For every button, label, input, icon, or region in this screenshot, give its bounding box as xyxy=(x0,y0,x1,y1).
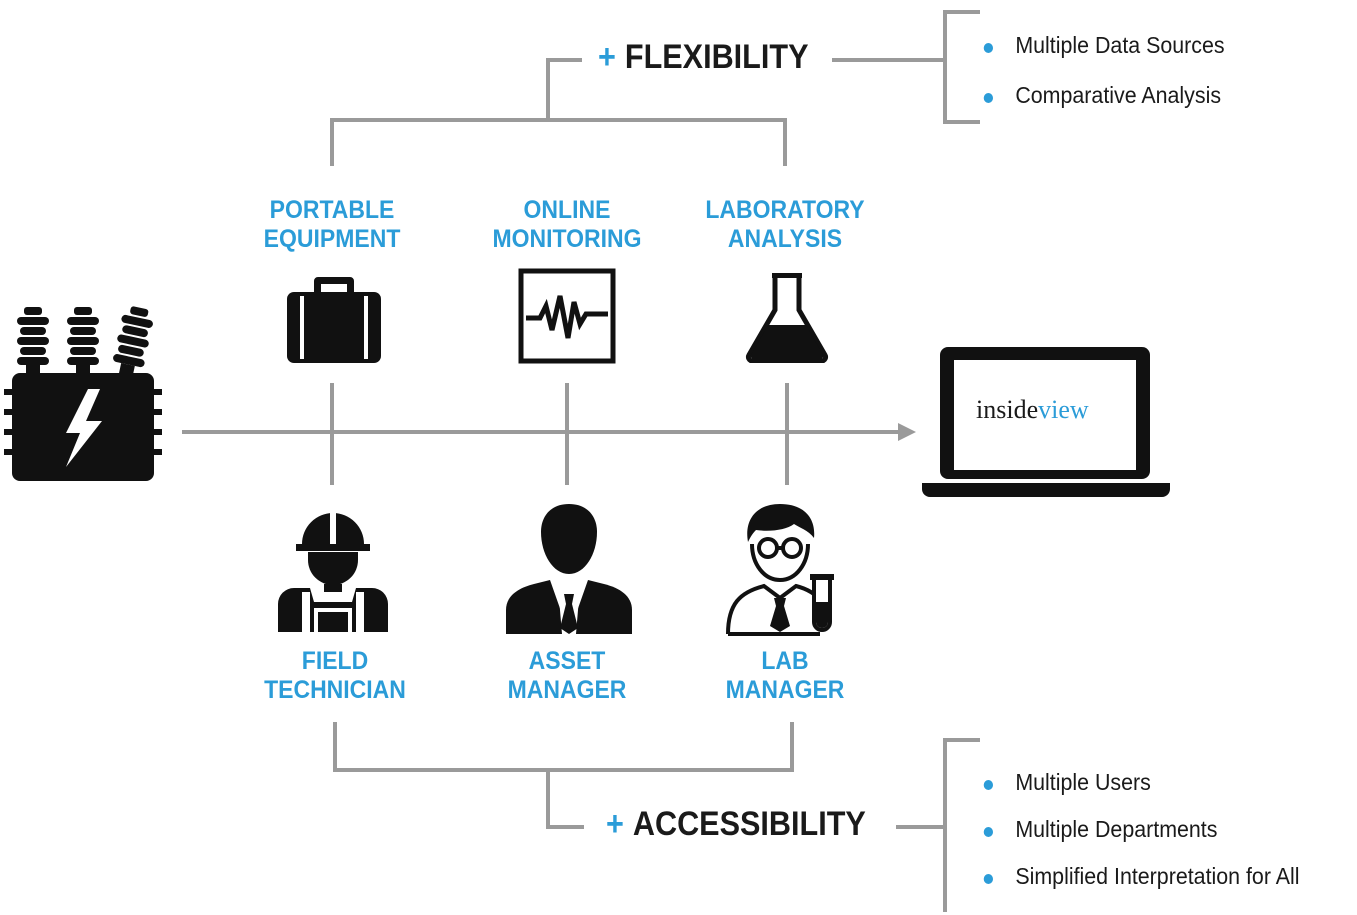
bullet-item: Comparative Analysis xyxy=(980,82,1225,109)
accessibility-bullets: Multiple Users Multiple Departments Simp… xyxy=(980,769,1324,890)
transformer-icon xyxy=(4,306,162,481)
bullet-item: Multiple Data Sources xyxy=(980,32,1225,82)
source-label-portable: PORTABLE EQUIPMENT xyxy=(240,196,424,254)
label-line: ASSET xyxy=(528,647,606,675)
label-line: MANAGER xyxy=(507,676,627,704)
asset-manager-icon xyxy=(506,504,632,634)
flexibility-heading: +FLEXIBILITY xyxy=(598,38,808,77)
user-label-lab-manager: LAB MANAGER xyxy=(693,647,877,705)
label-line: MANAGER xyxy=(725,676,845,704)
label-line: ANALYSIS xyxy=(727,225,843,253)
bullet-item: Multiple Departments xyxy=(980,816,1299,863)
label-line: EQUIPMENT xyxy=(263,225,401,253)
label-line: FIELD xyxy=(301,647,369,675)
logo-part-view: view xyxy=(1038,395,1089,424)
flask-icon xyxy=(745,273,829,363)
briefcase-icon xyxy=(287,277,381,363)
logo-part-inside: inside xyxy=(976,395,1039,424)
field-technician-icon xyxy=(278,508,388,632)
source-label-online: ONLINE MONITORING xyxy=(475,196,659,254)
label-line: LABORATORY xyxy=(705,196,865,224)
lab-manager-icon xyxy=(726,504,834,636)
bullet-item: Simplified Interpretation for All xyxy=(980,863,1299,890)
bullet-item: Multiple Users xyxy=(980,769,1299,816)
label-line: MONITORING xyxy=(492,225,642,253)
laptop-icon xyxy=(922,347,1170,497)
label-line: PORTABLE xyxy=(269,196,395,224)
source-label-laboratory: LABORATORY ANALYSIS xyxy=(684,196,886,254)
plus-sign: + xyxy=(606,805,624,843)
flexibility-title: FLEXIBILITY xyxy=(624,38,809,76)
label-line: ONLINE xyxy=(523,196,611,224)
user-label-asset-manager: ASSET MANAGER xyxy=(475,647,659,705)
insideview-logo: insideview xyxy=(976,395,1089,425)
label-line: TECHNICIAN xyxy=(264,676,406,704)
flexibility-bullets: Multiple Data Sources Comparative Analys… xyxy=(980,32,1243,109)
label-line: LAB xyxy=(761,647,809,675)
monitor-waveform-icon xyxy=(518,268,616,364)
user-label-field-technician: FIELD TECHNICIAN xyxy=(243,647,427,705)
accessibility-heading: +ACCESSIBILITY xyxy=(606,805,866,844)
plus-sign: + xyxy=(598,38,616,76)
accessibility-title: ACCESSIBILITY xyxy=(632,805,866,843)
